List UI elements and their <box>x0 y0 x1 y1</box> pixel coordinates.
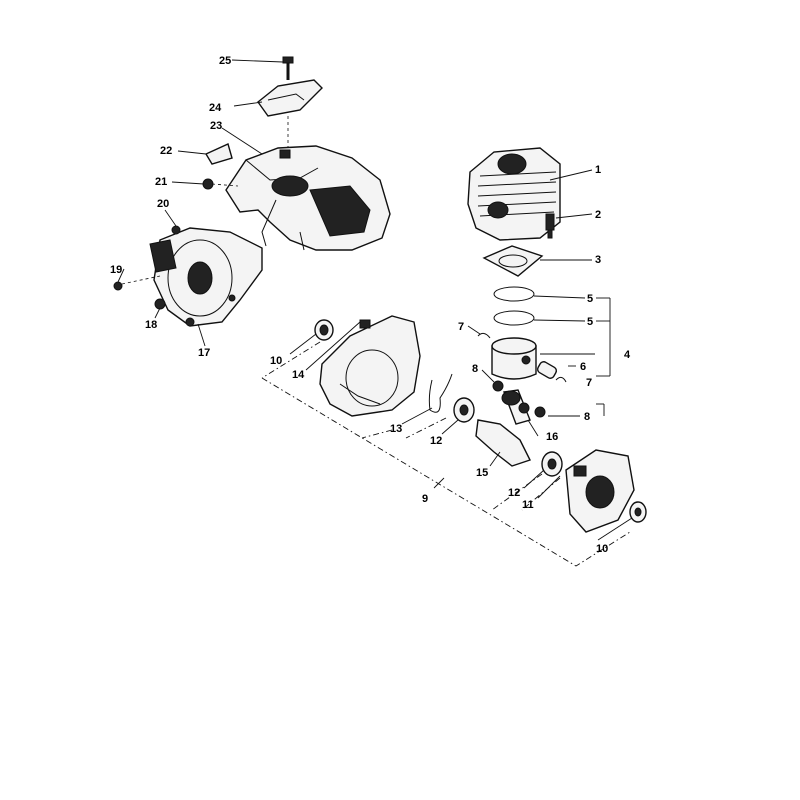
bearing-part-12b <box>541 451 563 477</box>
callout-8b: 8 <box>584 411 590 423</box>
clip-part-7b <box>555 376 567 383</box>
callout-21: 21 <box>155 176 167 188</box>
screw-part-20 <box>171 225 181 235</box>
callout-24: 24 <box>209 102 222 114</box>
ignition-wire-part-13 <box>428 373 453 413</box>
bracket-part-24 <box>257 79 323 150</box>
seal-part-10b <box>629 501 647 523</box>
callout-22: 22 <box>160 145 172 157</box>
callout-15: 15 <box>476 467 488 479</box>
fan-housing-part-17 <box>149 227 263 327</box>
callout-7a: 7 <box>458 321 464 333</box>
callout-5a: 5 <box>587 293 593 305</box>
callout-10b: 10 <box>596 543 608 555</box>
piston-pin-part-6 <box>536 361 558 379</box>
crankcase-left-part-14 <box>319 315 421 417</box>
callout-25: 25 <box>219 55 231 67</box>
gasket-part-3 <box>482 245 544 277</box>
callout-20: 20 <box>157 198 169 210</box>
needle-bearing-part-8b <box>518 402 530 414</box>
engine-shroud-part-23 <box>225 145 391 251</box>
callout-5b: 5 <box>587 316 593 328</box>
clip-part-7 <box>477 332 491 339</box>
callout-17: 17 <box>198 347 210 359</box>
callout-6: 6 <box>580 361 586 373</box>
callout-13: 13 <box>390 423 402 435</box>
bearing-part-8 <box>492 380 504 392</box>
callout-14: 14 <box>292 369 305 381</box>
crankcase-right-part-9 <box>565 449 635 533</box>
callout-12b: 12 <box>508 487 520 499</box>
piston-ring-upper-part-5 <box>493 286 535 302</box>
washer-part-16 <box>534 406 546 418</box>
crankshaft-part-15 <box>475 389 531 467</box>
callout-19: 19 <box>110 264 122 276</box>
cylinder-part-1 <box>467 147 561 241</box>
callout-11: 11 <box>522 499 534 511</box>
callout-labels: 25 24 23 22 21 20 19 18 17 1 2 3 5 5 4 6… <box>110 55 631 555</box>
piston-part-4 <box>491 337 537 380</box>
screw-part-21 <box>202 178 239 190</box>
callout-12a: 12 <box>430 435 442 447</box>
label-plate-part-22 <box>204 143 233 165</box>
callout-8a: 8 <box>472 363 478 375</box>
assembly-lines <box>261 341 631 567</box>
callout-9: 9 <box>422 493 428 505</box>
callout-10a: 10 <box>270 355 282 367</box>
callout-4: 4 <box>624 349 631 361</box>
callout-2: 2 <box>595 209 601 221</box>
spark-plug-part-2 <box>545 213 555 239</box>
piston-ring-lower-part-5 <box>493 310 535 326</box>
callout-23: 23 <box>210 120 222 132</box>
callout-1: 1 <box>595 164 601 176</box>
bearing-part-12 <box>453 397 475 423</box>
callout-7b: 7 <box>586 377 592 389</box>
leader-lines <box>117 59 633 541</box>
screw-part-25 <box>282 56 294 80</box>
callout-16: 16 <box>546 431 558 443</box>
callout-18: 18 <box>145 319 157 331</box>
screw-part-18 <box>154 298 166 310</box>
screw-part-19 <box>113 275 161 291</box>
callout-3: 3 <box>595 254 601 266</box>
